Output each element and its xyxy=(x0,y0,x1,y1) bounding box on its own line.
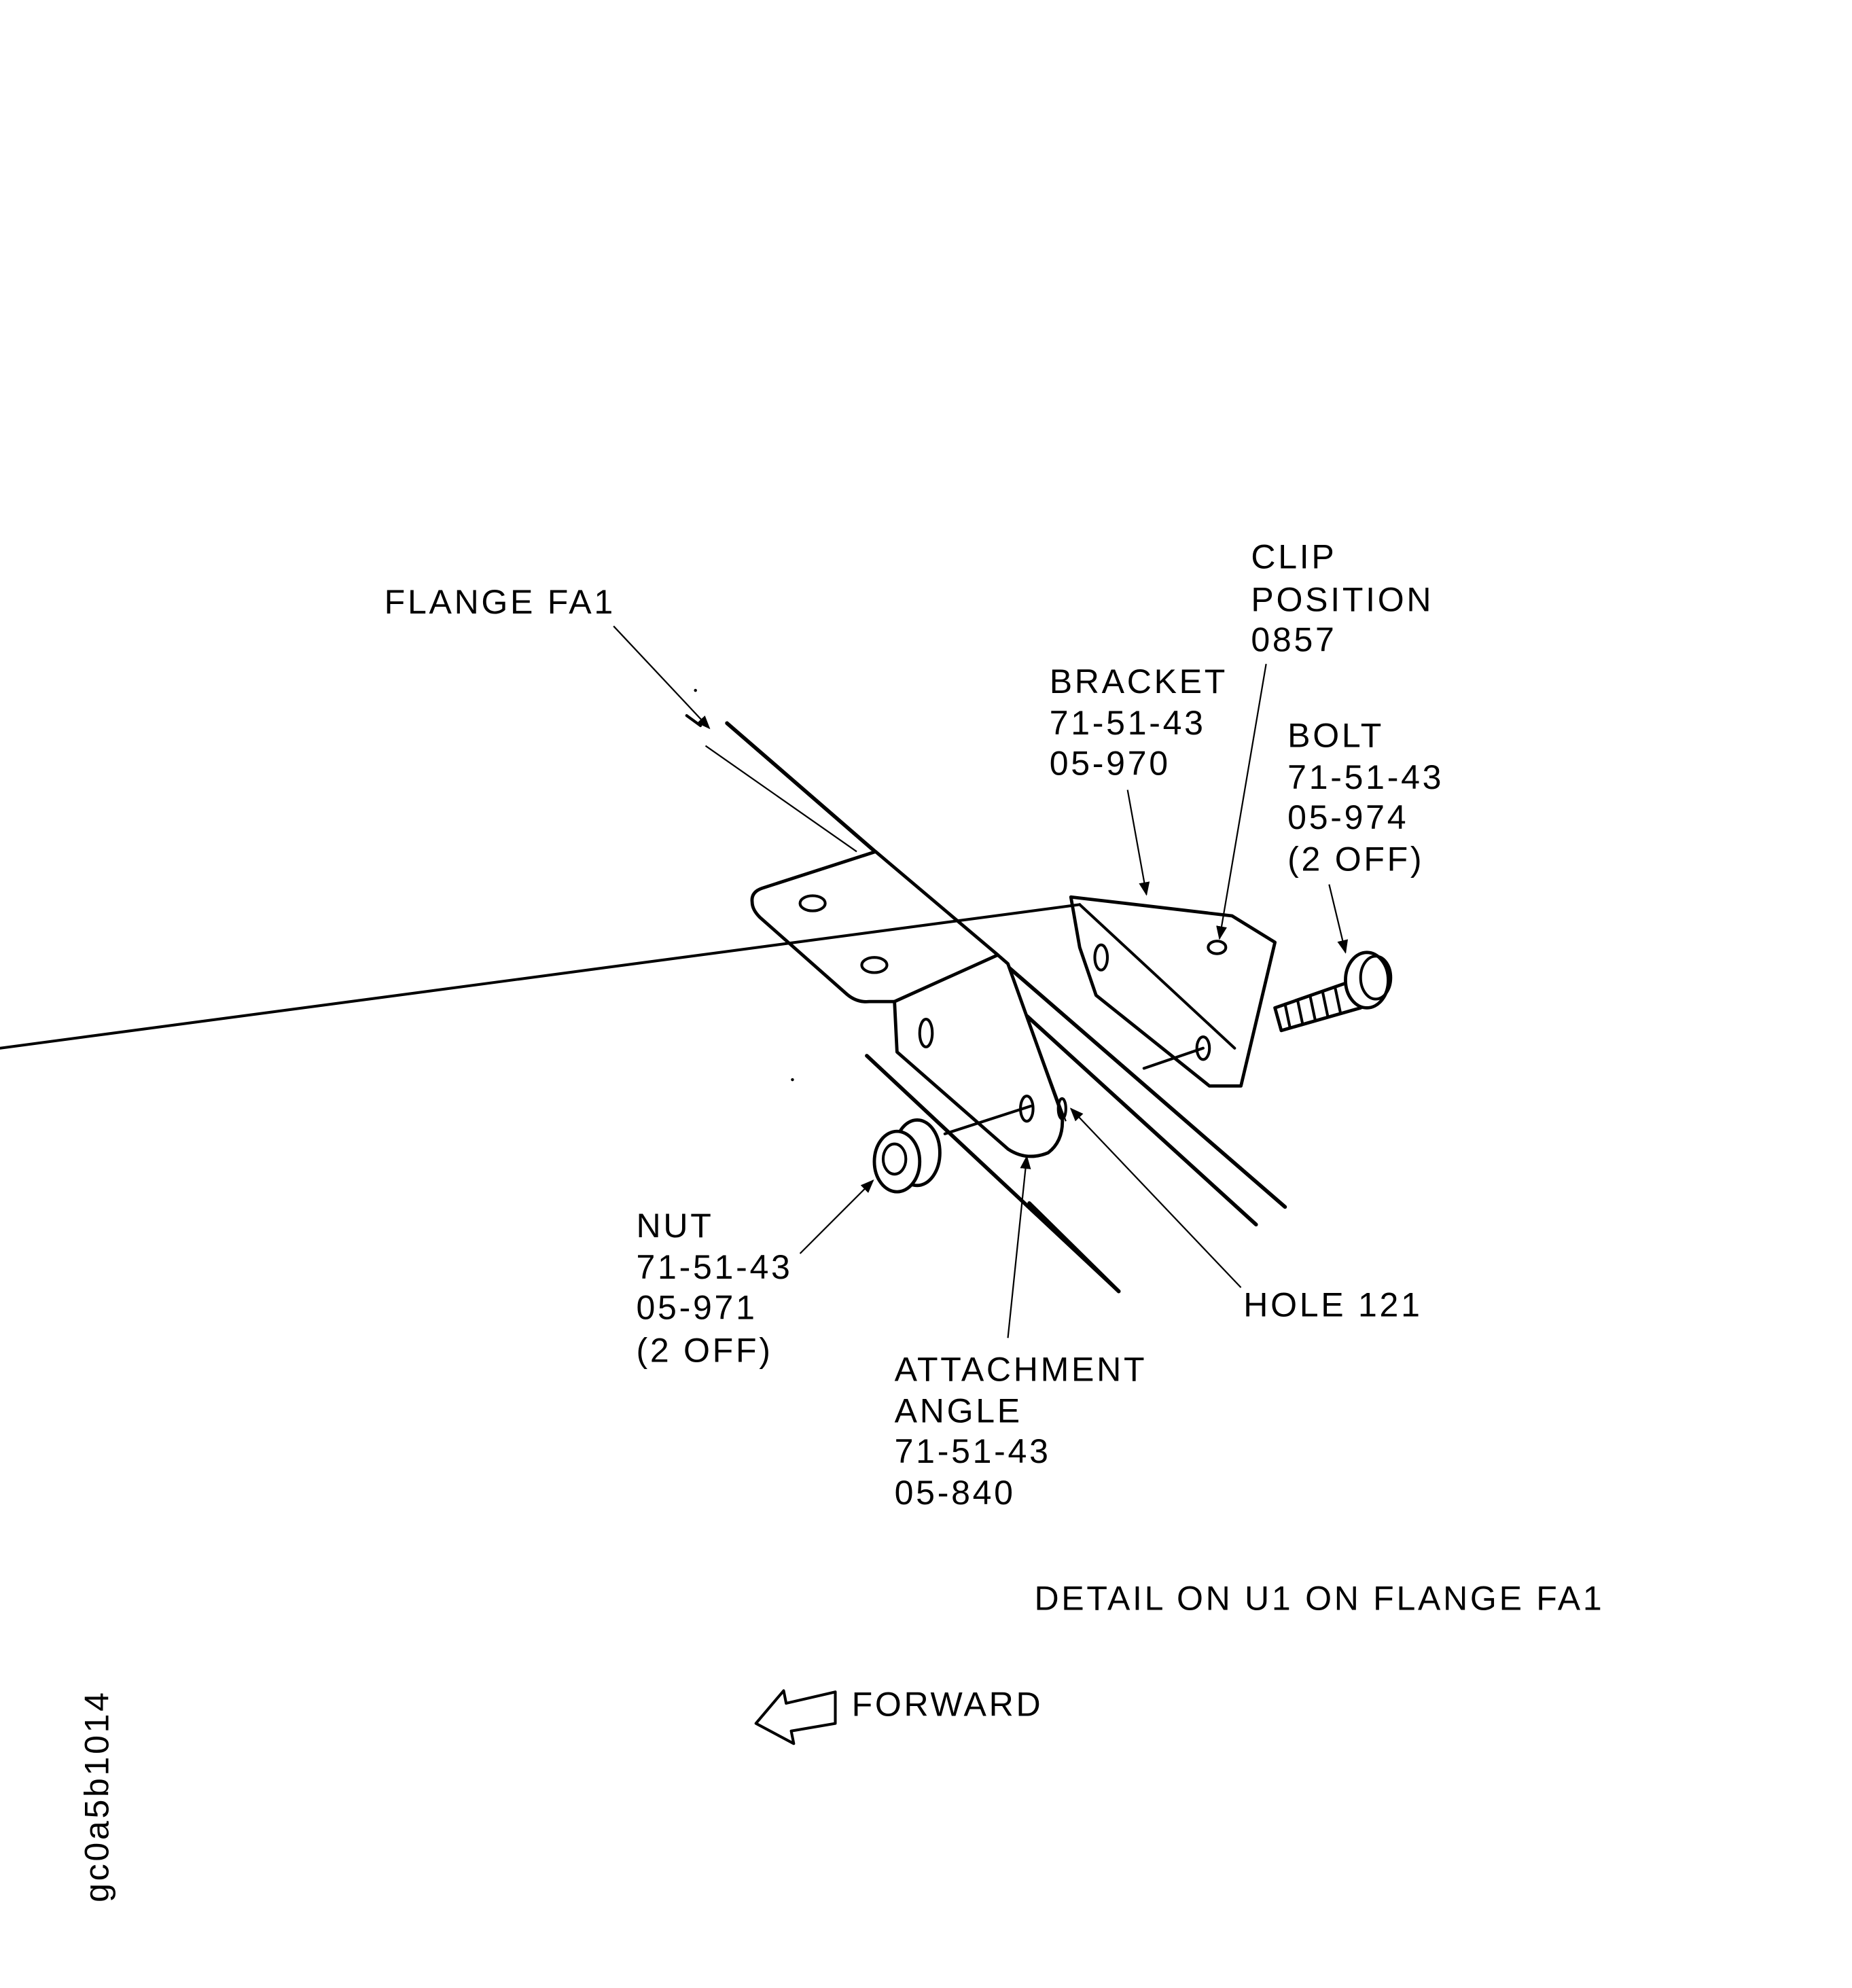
label-line: 71-51-43 xyxy=(895,1432,1051,1470)
label-line: ANGLE xyxy=(895,1391,1022,1430)
attachment-angle-drawing xyxy=(750,850,1067,1158)
label-line: 71-51-43 xyxy=(1050,704,1206,742)
label-hole-121: HOLE 121 xyxy=(1243,1286,1422,1324)
label-line: 71-51-43 xyxy=(1287,758,1444,796)
label-line: 05-970 xyxy=(1050,744,1171,782)
label-line: 05-974 xyxy=(1287,798,1408,836)
label-bolt: BOLT 71-51-43 05-974 (2 OFF) xyxy=(1287,717,1444,878)
label-line: (2 OFF) xyxy=(1287,840,1424,878)
label-line: 71-51-43 xyxy=(637,1248,793,1286)
nut-drawing xyxy=(872,1118,942,1194)
bolt-drawing xyxy=(1273,951,1393,1033)
label-line: POSITION xyxy=(1251,580,1433,618)
label-line: (2 OFF) xyxy=(637,1331,773,1369)
forward-arrow-icon xyxy=(754,1689,837,1745)
label-line: CLIP xyxy=(1251,537,1336,575)
forward-indicator: FORWARD xyxy=(754,1685,1044,1745)
label-attachment-angle: ATTACHMENT ANGLE 71-51-43 05-840 xyxy=(895,1350,1147,1512)
label-line: BOLT xyxy=(1287,717,1384,755)
label-line: BRACKET xyxy=(1050,662,1228,700)
label-flange-fa1: FLANGE FA1 xyxy=(385,583,616,621)
label-line: 05-971 xyxy=(637,1288,758,1326)
label-line: ATTACHMENT xyxy=(895,1350,1147,1388)
label-clip-position: CLIP POSITION 0857 xyxy=(1251,537,1433,659)
label-line: 0857 xyxy=(1251,621,1336,659)
bracket-drawing xyxy=(0,895,1277,1088)
detail-caption: DETAIL ON U1 ON FLANGE FA1 xyxy=(1034,1580,1604,1618)
label-nut: NUT 71-51-43 05-971 (2 OFF) xyxy=(637,1207,793,1370)
forward-label: FORWARD xyxy=(852,1685,1044,1723)
label-line: NUT xyxy=(637,1207,714,1245)
label-bracket: BRACKET 71-51-43 05-970 xyxy=(1050,662,1228,783)
label-line: 05-840 xyxy=(895,1474,1016,1512)
figure-id: gc0a5b1014 xyxy=(78,1690,116,1902)
leader-lines xyxy=(613,625,1349,1338)
